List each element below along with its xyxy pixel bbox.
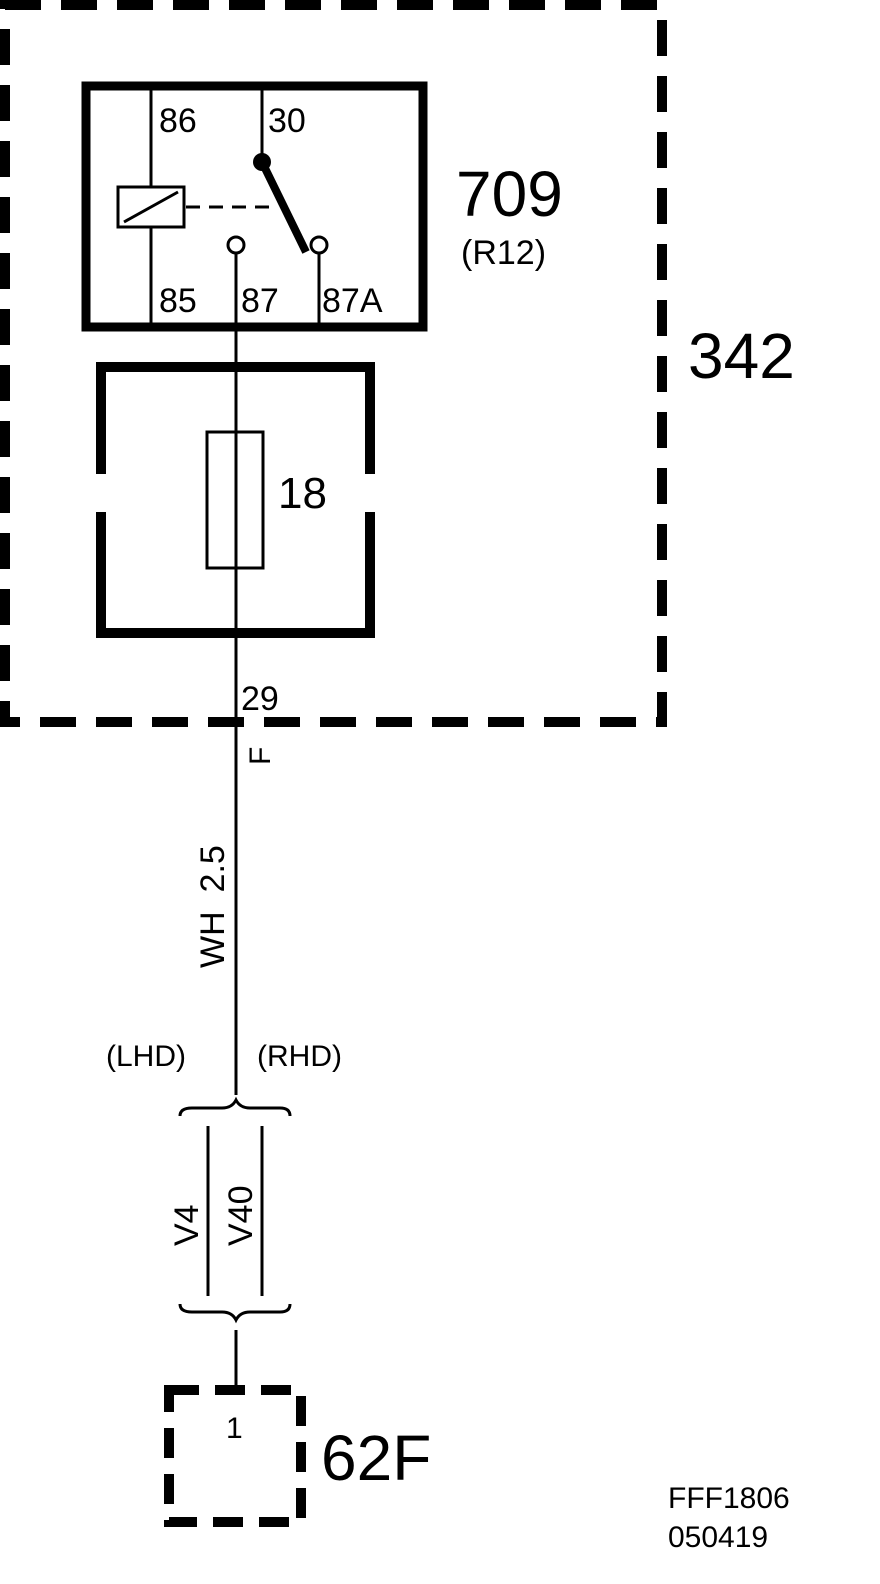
fuse-18-label: 18 <box>278 469 327 518</box>
connector-62f-dashed-box <box>164 1385 306 1527</box>
relay-switch-arm <box>258 160 310 254</box>
relay-pin-85-label: 85 <box>159 282 197 320</box>
branch-v4-label: V4 <box>168 1204 206 1246</box>
relay-pin-30-label: 30 <box>268 102 306 140</box>
wire-pin-29-label: 29 <box>241 680 279 718</box>
enclosure-342-label: 342 <box>688 320 795 392</box>
relay-r12-sublabel: (R12) <box>461 234 546 272</box>
relay-709-label: 709 <box>456 158 563 230</box>
branch-brace-bottom <box>178 1303 292 1324</box>
wire-spec-label: WH 2.5 <box>194 845 232 968</box>
relay-coil-diagonal <box>123 190 179 224</box>
relay-pin-87a-label: 87A <box>322 282 383 320</box>
relay-pin-86-label: 86 <box>159 102 197 140</box>
enclosure-342-dashed-box <box>0 0 667 727</box>
connector-62f-pin-label: 1 <box>226 1412 243 1445</box>
relay-709-box <box>81 81 428 332</box>
footer-drawing-code: FFF1806 <box>668 1482 790 1515</box>
connector-62f-label: 62F <box>321 1422 431 1494</box>
relay-contact87a-open-circle <box>309 235 329 255</box>
branch-v40-label: V40 <box>222 1186 260 1247</box>
relay-pin-87-label: 87 <box>241 282 279 320</box>
footer-date-code: 050419 <box>668 1521 768 1554</box>
variant-rhd-label: (RHD) <box>257 1040 342 1073</box>
branch-brace-top <box>178 1096 292 1117</box>
relay-contact87-open-circle <box>226 235 246 255</box>
variant-lhd-label: (LHD) <box>106 1040 186 1073</box>
wire-connector-f-label: F <box>244 747 277 765</box>
